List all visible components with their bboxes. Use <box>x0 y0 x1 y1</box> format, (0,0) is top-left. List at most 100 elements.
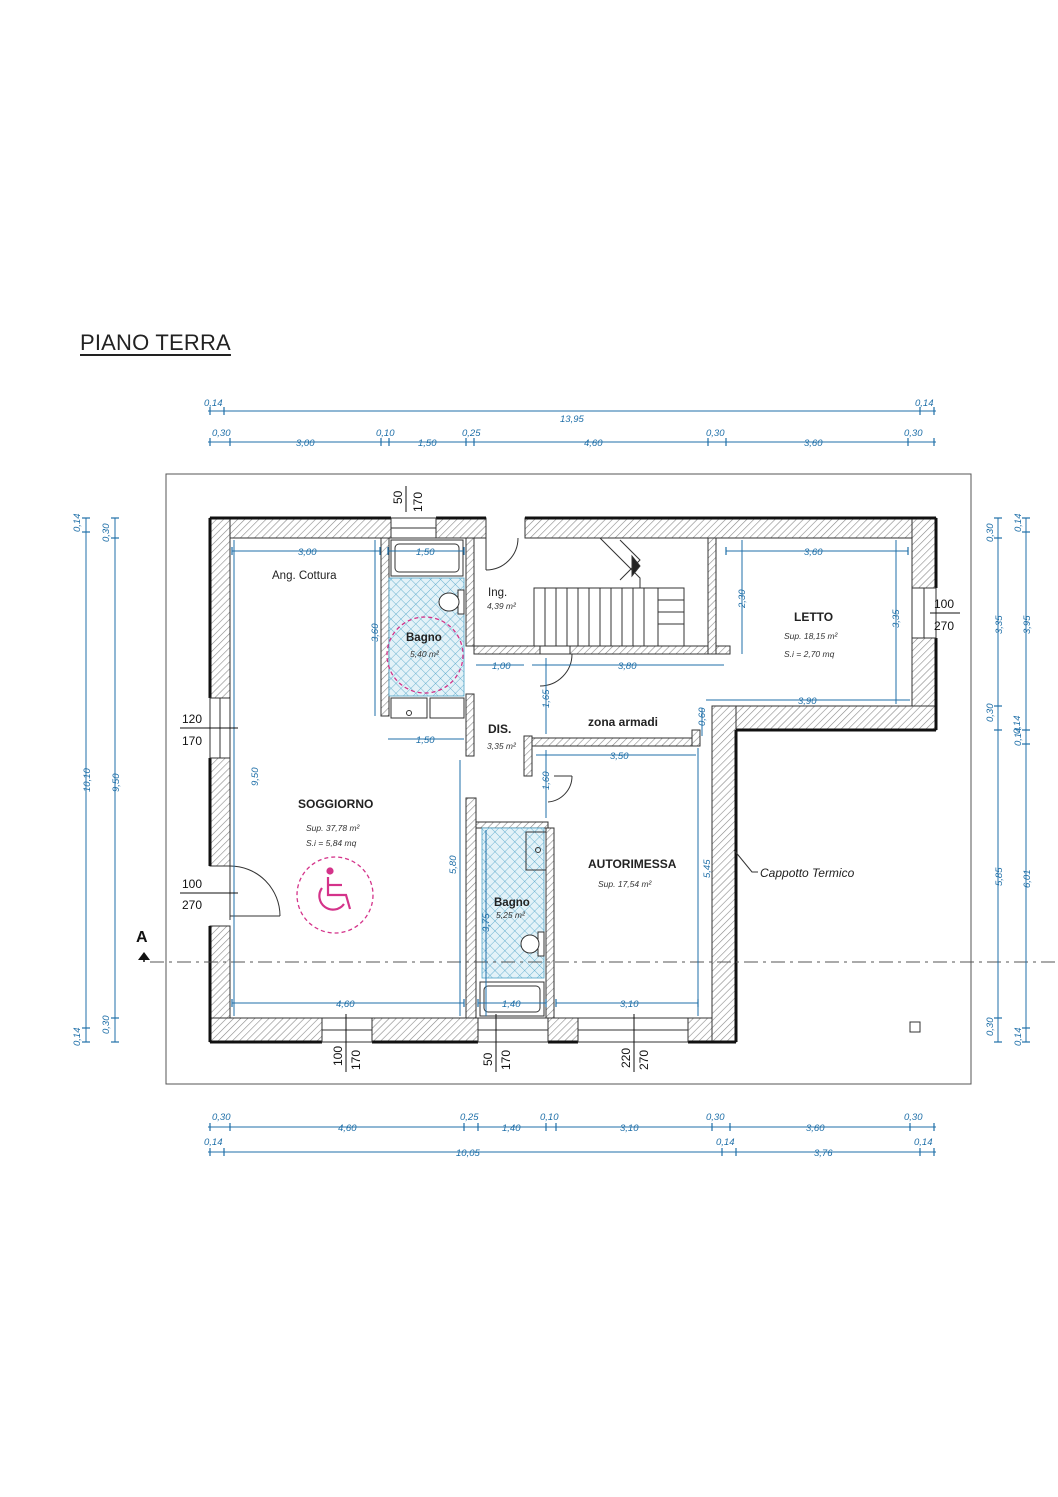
opening-h: 170 <box>499 1050 513 1070</box>
opening-label-bottom-window2: 50 170 <box>481 1014 513 1072</box>
interior-dimensions: 3,00 1,50 3,60 1,50 3,60 3,35 2,30 1,00 … <box>250 547 902 1010</box>
opening-w: 120 <box>182 712 202 726</box>
dim-text: 3,00 <box>296 438 315 449</box>
dim-text: 3,50 <box>610 751 629 762</box>
interior-dimension-lines <box>232 540 910 1016</box>
stair-icon <box>533 537 685 647</box>
dim-text: 1,40 <box>502 1123 521 1134</box>
dim-text: 3,35 <box>994 615 1005 634</box>
dim-text: 0,30 <box>985 523 996 542</box>
interior-walls <box>380 537 731 1019</box>
dim-text: 1,40 <box>502 999 521 1010</box>
opening-label-bottom-door: 220 270 <box>619 1014 651 1072</box>
opening-label-top-window: 50 170 <box>391 486 425 512</box>
dim-text: 3,80 <box>618 661 637 672</box>
leader-line <box>733 849 758 873</box>
opening-w: 100 <box>331 1046 345 1066</box>
room-area: 5,25 m² <box>496 910 526 920</box>
dim-text: 0,30 <box>985 1017 996 1036</box>
toilet-icon <box>438 589 465 615</box>
opening-w: 50 <box>391 490 405 504</box>
dim-text: 0,14 <box>914 1137 933 1148</box>
outer-dimension-ticks <box>82 407 1030 1156</box>
dim-text: 0,25 <box>460 1112 479 1123</box>
opening-h: 170 <box>182 734 202 748</box>
exterior-walls <box>209 517 937 1043</box>
dim-text: 0,30 <box>706 428 725 439</box>
dim-text: 3,90 <box>798 696 817 707</box>
dim-text: 1,50 <box>418 438 437 449</box>
dim-text: 0,30 <box>904 1112 923 1123</box>
dim-text: 0,25 <box>462 428 481 439</box>
opening-w: 100 <box>934 597 954 611</box>
dim-text: 0,14 <box>72 514 83 533</box>
dim-text: 0,14 <box>72 1028 83 1047</box>
bathtub-icon <box>390 539 464 577</box>
dim-text: 3,95 <box>1022 615 1033 634</box>
opening-h: 270 <box>934 619 954 633</box>
dim-text: 0,14 <box>204 398 223 409</box>
dim-text: 0,30 <box>101 523 112 542</box>
dim-text: 0,10 <box>376 428 395 439</box>
room-label-bagno: Bagno <box>494 897 530 909</box>
dim-text: 0,30 <box>904 428 923 439</box>
dim-text: 3,35 <box>891 609 902 628</box>
room-label-letto: LETTO <box>794 610 833 624</box>
right-dimensions: 0,30 3,35 0,30 0,14 5,85 0,30 0,14 3,95 … <box>985 514 1033 1047</box>
dim-text: 3,60 <box>804 547 823 558</box>
windows <box>209 517 937 1043</box>
doors <box>229 537 573 920</box>
dim-text: 0,14 <box>204 1137 223 1148</box>
room-area: Sup. 18,15 m² <box>784 631 839 641</box>
dim-text: 0,30 <box>101 1015 112 1034</box>
room-label-ingresso: Ing. <box>488 587 507 599</box>
dim-text: 10,10 <box>82 768 93 792</box>
opening-label-left-door: 100 270 <box>180 877 238 912</box>
room-label-zona-armadi: zona armadi <box>588 715 658 729</box>
dim-text: 0,10 <box>540 1112 559 1123</box>
dim-text: 0,30 <box>212 1112 231 1123</box>
opening-w: 220 <box>619 1048 633 1068</box>
bottom-dimensions: 0,30 4,60 0,25 1,40 0,10 3,10 0,30 3,60 … <box>204 1112 933 1159</box>
dim-text: 5,85 <box>994 867 1005 886</box>
opening-label-bottom-window1: 100 170 <box>331 1014 363 1072</box>
page-title: PIANO TERRA <box>80 330 231 355</box>
room-area: 5,40 m² <box>410 649 440 659</box>
accessibility-turning-circle <box>296 856 374 934</box>
opening-h: 270 <box>637 1050 651 1070</box>
accessibility-turning-circle <box>386 616 464 694</box>
left-dimensions: 0,14 10,10 0,14 0,30 9,50 0,30 <box>72 514 122 1047</box>
dim-text: 0,14 <box>716 1137 735 1148</box>
dim-text: 0,30 <box>212 428 231 439</box>
dim-text: 1,50 <box>416 547 435 558</box>
dim-text: 5,80 <box>448 855 459 874</box>
dim-text: 1,50 <box>416 735 435 746</box>
opening-h: 270 <box>182 898 202 912</box>
dim-text: 3,60 <box>806 1123 825 1134</box>
dim-text: 1,60 <box>541 771 552 790</box>
dim-text: 0,14 <box>1013 1028 1024 1047</box>
dim-text: 3,76 <box>814 1148 833 1159</box>
room-label-bagno: Bagno <box>406 632 442 644</box>
wall-outer-edge <box>208 516 938 1044</box>
opening-w: 50 <box>481 1052 495 1066</box>
room-label-soggiorno: SOGGIORNO <box>298 797 373 811</box>
dim-text: 3,10 <box>620 999 639 1010</box>
room-area: 4,39 m² <box>487 601 517 611</box>
dim-text: 2,30 <box>737 589 748 609</box>
dim-text: 9,50 <box>250 767 261 786</box>
room-area: 3,35 m² <box>487 741 517 751</box>
dim-text: 3,75 <box>481 913 492 932</box>
square-marker-icon <box>909 1021 921 1033</box>
dim-text: 0,14 <box>915 398 934 409</box>
opening-w: 100 <box>182 877 202 891</box>
dim-text: 4,60 <box>338 1123 357 1134</box>
dim-text: 3,60 <box>370 623 381 642</box>
dim-text: 3,00 <box>298 547 317 558</box>
drawing-frame <box>165 473 972 1085</box>
dim-text: 0,14 <box>1012 716 1023 735</box>
section-marker: A <box>136 929 148 946</box>
interior-dimension-ticks <box>231 547 909 1007</box>
dim-text: 0,14 <box>1013 514 1024 533</box>
